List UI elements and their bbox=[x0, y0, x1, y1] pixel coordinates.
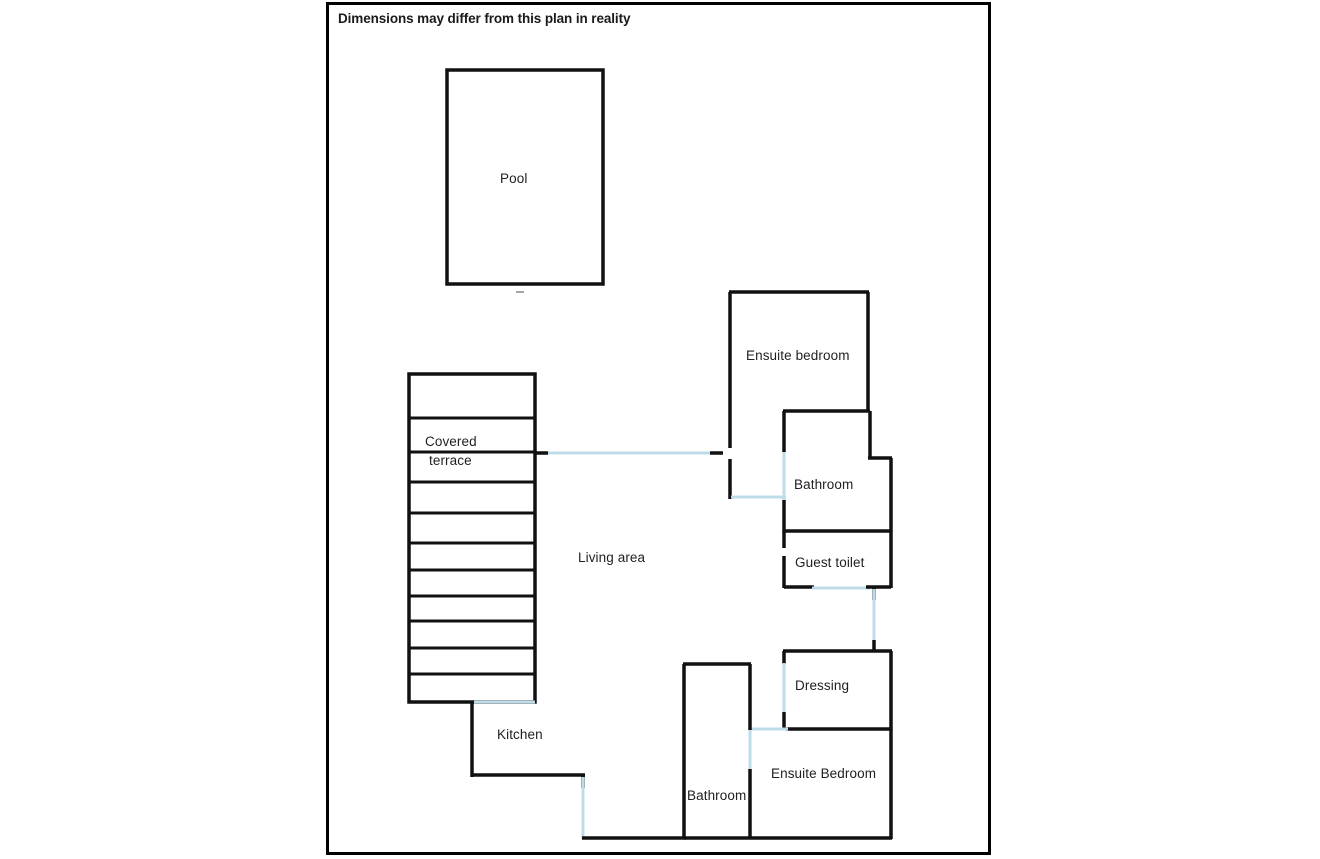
disclaimer-text: Dimensions may differ from this plan in … bbox=[338, 11, 631, 26]
room-label-dressing: Dressing bbox=[795, 678, 850, 693]
room-label-ensuite-bedroom-upper: Ensuite bedroom bbox=[746, 348, 850, 363]
bathroom-lower-shape bbox=[682, 662, 752, 840]
bathroom-upper-shape bbox=[782, 409, 893, 533]
room-label-bathroom-lower: Bathroom bbox=[687, 788, 747, 803]
room-label-bathroom-upper: Bathroom bbox=[794, 477, 854, 492]
kitchen-shape bbox=[470, 700, 585, 788]
pool-shape bbox=[445, 68, 605, 293]
dressing-shape bbox=[782, 649, 893, 731]
ensuite-bedroom-lower-shape bbox=[750, 729, 893, 840]
room-label-pool: Pool bbox=[500, 171, 528, 186]
ensuite-bedroom-upper-shape bbox=[728, 290, 870, 499]
room-label-kitchen: Kitchen bbox=[497, 727, 543, 742]
room-label-ensuite-bedroom-lower: Ensuite Bedroom bbox=[771, 766, 877, 781]
room-label-covered-terrace-line1: Covered bbox=[425, 434, 477, 449]
plan-frame-border bbox=[326, 2, 991, 855]
covered-terrace-shape bbox=[407, 372, 537, 704]
room-label-covered-terrace-line2: terrace bbox=[429, 453, 472, 468]
room-label-guest-toilet: Guest toilet bbox=[795, 555, 865, 570]
room-label-living-area: Living area bbox=[578, 550, 646, 565]
doorway-kitchen-exit bbox=[581, 777, 686, 840]
